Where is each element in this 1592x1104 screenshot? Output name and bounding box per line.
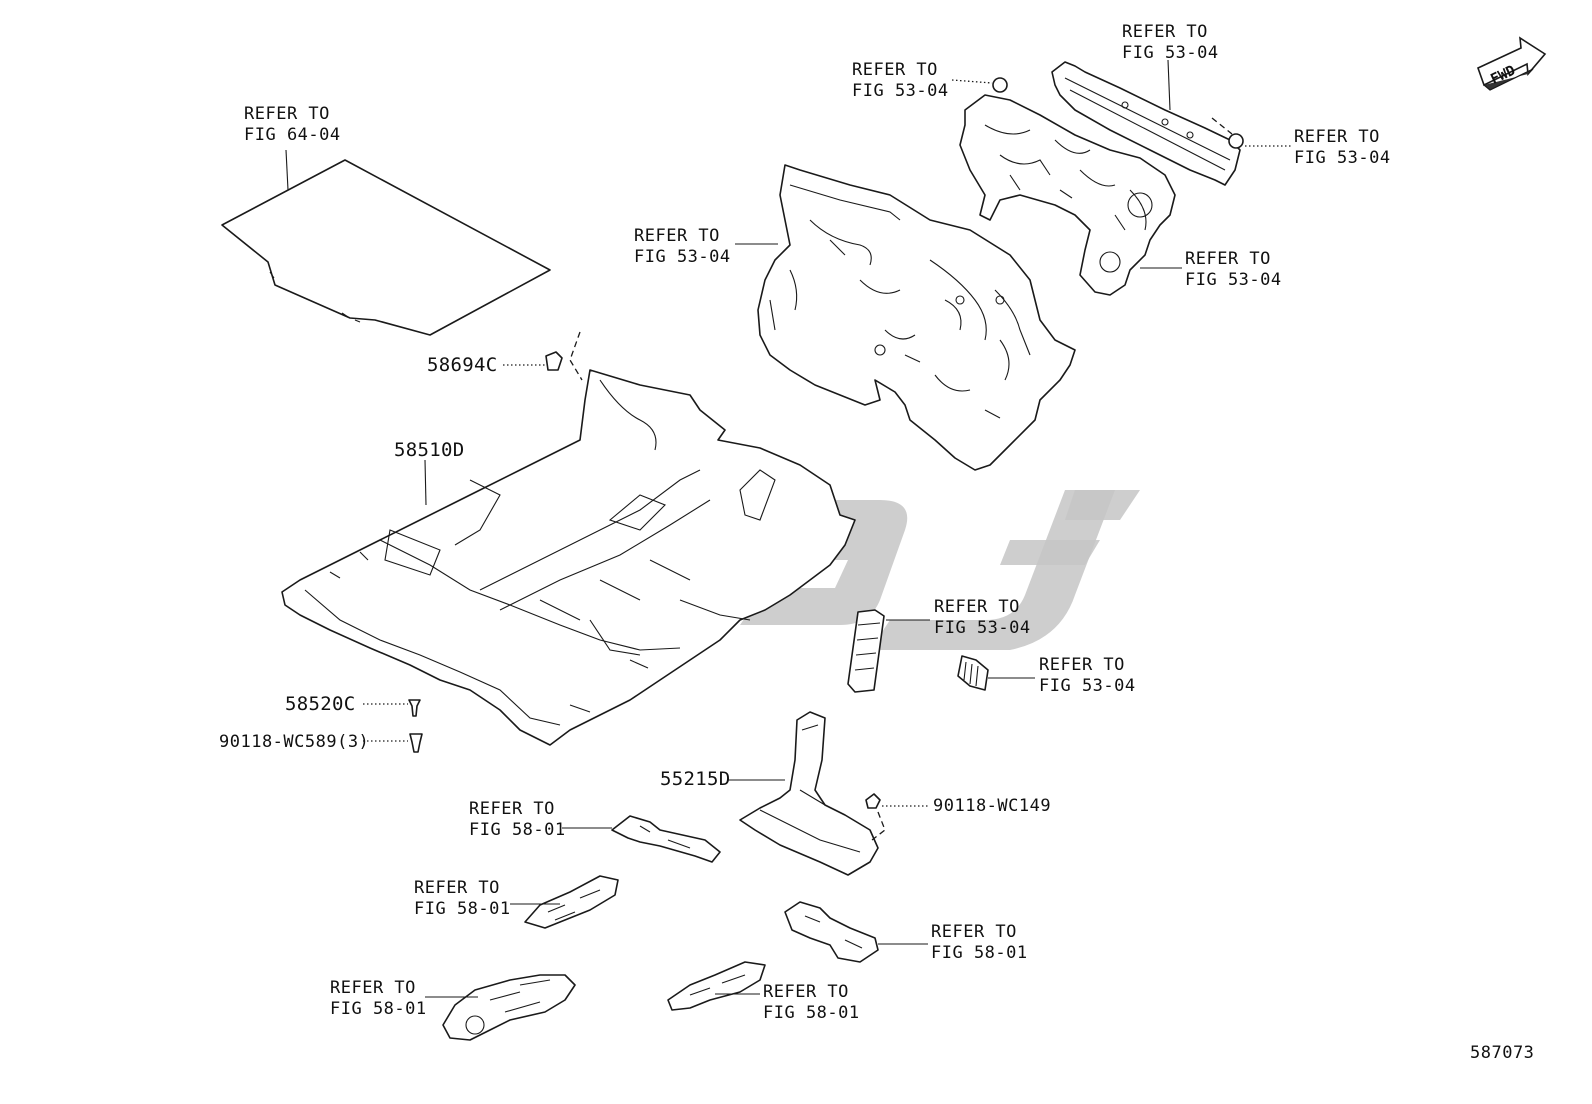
floor-panel-1	[562, 815, 721, 863]
clip-58694c: 58694C	[427, 331, 583, 381]
ref-dash-top: REFER TO FIG 53-04	[1122, 22, 1219, 63]
ref-dash-silencer: REFER TO FIG 53-04	[634, 226, 731, 267]
svg-text:FIG 53-04: FIG 53-04	[1122, 43, 1219, 63]
part-number-floor-silencer: 55215D	[660, 768, 730, 790]
svg-text:REFER TO: REFER TO	[1294, 127, 1380, 147]
floor-panel-4	[425, 974, 576, 1041]
svg-text:FIG 58-01: FIG 58-01	[763, 1003, 860, 1023]
ref-dash-right: REFER TO FIG 53-04	[1140, 249, 1282, 290]
part-number-screw-qty: 90118-WC589(3)	[219, 732, 369, 752]
dash-panel-silencer	[735, 164, 1076, 471]
svg-text:REFER TO: REFER TO	[931, 922, 1017, 942]
ref-floor-1: REFER TO FIG 58-01	[469, 799, 566, 840]
part-number-floor-carpet: 58510D	[394, 439, 464, 461]
svg-text:FIG 53-04: FIG 53-04	[1294, 148, 1391, 168]
part-number-clip-silencer: 90118-WC149	[933, 796, 1051, 816]
pad-b	[957, 655, 1035, 691]
ref-floor-4: REFER TO FIG 58-01	[330, 978, 427, 1019]
svg-text:FIG 64-04: FIG 64-04	[244, 125, 341, 145]
floor-panel-5	[667, 961, 766, 1011]
svg-text:FIG 58-01: FIG 58-01	[414, 899, 511, 919]
floor-panel-2	[510, 875, 619, 929]
floor-carpet-assembly	[281, 369, 856, 746]
svg-text:REFER TO: REFER TO	[330, 978, 416, 998]
ref-dash-right-top: REFER TO FIG 53-04	[1211, 117, 1391, 168]
svg-text:REFER TO: REFER TO	[1039, 655, 1125, 675]
svg-text:FIG 58-01: FIG 58-01	[330, 999, 427, 1019]
svg-text:FIG 53-04: FIG 53-04	[1185, 270, 1282, 290]
ref-dash-top-left: REFER TO FIG 53-04	[852, 60, 1008, 101]
part-number-clip-upper: 58694C	[427, 354, 497, 376]
svg-text:REFER TO: REFER TO	[634, 226, 720, 246]
ref-pad-b: REFER TO FIG 53-04	[1039, 655, 1136, 696]
ref-pad-a: REFER TO FIG 53-04	[934, 597, 1031, 638]
ref-floor-5: REFER TO FIG 58-01	[763, 982, 860, 1023]
svg-text:FIG 53-04: FIG 53-04	[634, 247, 731, 267]
pad-a	[847, 609, 930, 693]
svg-text:REFER TO: REFER TO	[852, 60, 938, 80]
svg-text:FIG 53-04: FIG 53-04	[1039, 676, 1136, 696]
svg-text:FIG 53-04: FIG 53-04	[934, 618, 1031, 638]
ref-carpet-rear: REFER TO FIG 64-04	[244, 104, 341, 145]
part-number-carpet-fastener: 58520C	[285, 693, 355, 715]
svg-text:REFER TO: REFER TO	[934, 597, 1020, 617]
ref-floor-3: REFER TO FIG 58-01	[931, 922, 1028, 963]
forward-arrow-icon: FWD	[1477, 36, 1547, 91]
clip-90118-wc149: 90118-WC149	[865, 793, 1051, 841]
figure-number: 587073	[1470, 1043, 1534, 1063]
svg-text:REFER TO: REFER TO	[414, 878, 500, 898]
svg-text:FIG 58-01: FIG 58-01	[469, 820, 566, 840]
floor-panel-3	[784, 901, 928, 963]
cowl-top-bar	[1051, 59, 1241, 186]
svg-text:REFER TO: REFER TO	[763, 982, 849, 1002]
svg-text:REFER TO: REFER TO	[1185, 249, 1271, 269]
fastener-58520c: 58520C	[285, 693, 421, 717]
svg-text:REFER TO: REFER TO	[469, 799, 555, 819]
svg-text:FIG 58-01: FIG 58-01	[931, 943, 1028, 963]
screw-90118-wc589: 90118-WC589(3)	[219, 732, 423, 753]
svg-text:REFER TO: REFER TO	[244, 104, 330, 124]
dash-insulator-upper	[959, 94, 1176, 296]
ref-floor-2: REFER TO FIG 58-01	[414, 878, 511, 919]
floor-silencer-55215d: 55215D	[660, 711, 879, 876]
rear-floor-mat	[221, 149, 551, 336]
svg-text:REFER TO: REFER TO	[1122, 22, 1208, 42]
svg-text:FIG 53-04: FIG 53-04	[852, 81, 949, 101]
